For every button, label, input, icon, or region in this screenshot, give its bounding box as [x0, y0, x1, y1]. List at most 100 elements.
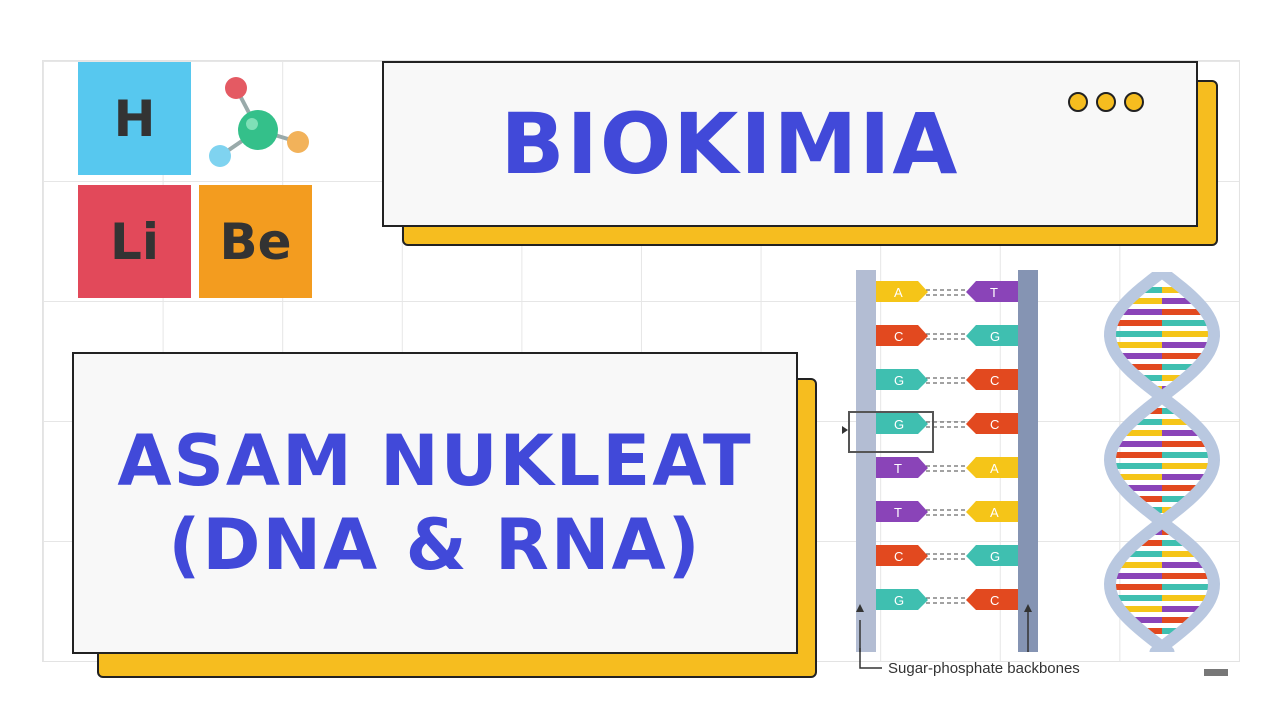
base-letter: T: [990, 285, 998, 300]
left-base: [876, 325, 928, 346]
double-helix-icon: [1103, 272, 1221, 652]
left-base: [876, 545, 928, 566]
subtitle-card: ASAM NUKLEAT (DNA & RNA): [72, 352, 798, 654]
dots-menu-icon: [1068, 92, 1144, 112]
helix-rung: [1122, 485, 1162, 491]
right-base: [966, 589, 1018, 610]
helix-rung: [1118, 309, 1162, 315]
base-letter: C: [990, 373, 999, 388]
helix-rung: [1116, 562, 1162, 568]
base-letter: G: [894, 593, 904, 608]
left-backbone: [856, 270, 876, 652]
helix-rung: [1162, 452, 1214, 458]
right-base: [966, 281, 1018, 302]
pointer-arrow-icon: [842, 426, 848, 434]
title-card: BIOKIMIA: [382, 61, 1198, 227]
helix-rung: [1121, 430, 1162, 436]
helix-rung: [1117, 353, 1162, 359]
element-tile-li: Li: [78, 185, 191, 298]
helix-rung: [1110, 452, 1162, 458]
helix-rung: [1162, 562, 1208, 568]
helix-rung: [1111, 342, 1162, 348]
dot-icon: [1124, 92, 1144, 112]
helix-rung: [1162, 309, 1206, 315]
helix-rung: [1119, 606, 1162, 612]
left-base: [876, 413, 928, 434]
helix-rung: [1133, 496, 1162, 502]
helix-strand: [1103, 272, 1221, 652]
helix-rung: [1162, 320, 1212, 326]
base-letter: C: [894, 329, 903, 344]
helix-rung: [1162, 551, 1200, 557]
helix-rung: [1162, 441, 1211, 447]
helix-rung: [1126, 364, 1162, 370]
helix-rung: [1162, 617, 1195, 623]
helix-rung: [1141, 628, 1162, 634]
helix-rung: [1111, 573, 1162, 579]
subtitle-line-1: ASAM NUKLEAT: [117, 420, 753, 502]
base-letter: G: [894, 417, 904, 432]
helix-rung: [1127, 298, 1162, 304]
helix-rung: [1124, 551, 1162, 557]
helix-strand: [1103, 272, 1221, 652]
helix-rung: [1162, 463, 1214, 469]
right-base: [966, 413, 1018, 434]
dot-icon: [1096, 92, 1116, 112]
helix-rung: [1162, 595, 1212, 601]
right-base: [966, 501, 1018, 522]
highlight-box: [848, 411, 934, 453]
helix-rung: [1162, 573, 1213, 579]
dot-icon: [1068, 92, 1088, 112]
helix-rung: [1162, 474, 1210, 480]
element-tile-h: H: [78, 62, 191, 175]
helix-rung: [1162, 496, 1191, 502]
helix-rung: [1162, 331, 1214, 337]
scrollbar-thumb[interactable]: [1204, 669, 1228, 676]
left-base: [876, 501, 928, 522]
element-symbol: Be: [219, 212, 292, 271]
base-letter: T: [894, 461, 902, 476]
helix-rung: [1112, 595, 1162, 601]
helix-rung: [1162, 540, 1189, 546]
helix-rung: [1162, 606, 1205, 612]
base-letter: G: [990, 549, 1000, 564]
helix-rung: [1162, 287, 1185, 293]
helix-rung: [1113, 441, 1162, 447]
helix-rung: [1139, 287, 1162, 293]
left-base: [876, 281, 928, 302]
base-letter: G: [990, 329, 1000, 344]
helix-rung: [1112, 320, 1162, 326]
helix-rung: [1162, 430, 1203, 436]
left-base: [876, 369, 928, 390]
base-letter: T: [894, 505, 902, 520]
helix-rung: [1162, 485, 1202, 491]
element-symbol: Li: [110, 212, 159, 271]
base-letter: G: [894, 373, 904, 388]
helix-rung: [1135, 540, 1162, 546]
arrow-up-icon: [1024, 604, 1032, 612]
page-title: BIOKIMIA: [500, 95, 960, 193]
base-letter: A: [990, 461, 999, 476]
helix-rung: [1162, 298, 1197, 304]
base-letter: A: [894, 285, 903, 300]
molecule-icon: [209, 77, 309, 167]
left-base: [876, 589, 928, 610]
helix-rung: [1162, 364, 1198, 370]
helix-rung: [1110, 331, 1162, 337]
right-base: [966, 325, 1018, 346]
helix-rung: [1110, 584, 1162, 590]
helix-rung: [1162, 353, 1207, 359]
right-base: [966, 369, 1018, 390]
right-base: [966, 545, 1018, 566]
arrow-up-icon: [856, 604, 864, 612]
subtitle-line-2: (DNA & RNA): [168, 504, 702, 586]
base-letter: C: [990, 417, 999, 432]
helix-rung: [1138, 375, 1162, 381]
base-letter: A: [990, 505, 999, 520]
